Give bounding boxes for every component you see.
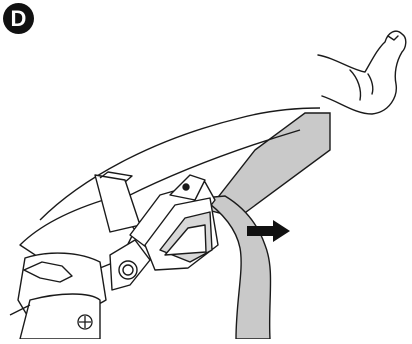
screw (78, 315, 92, 329)
step-label: D (3, 3, 34, 34)
flexed-arm-icon (318, 31, 406, 114)
